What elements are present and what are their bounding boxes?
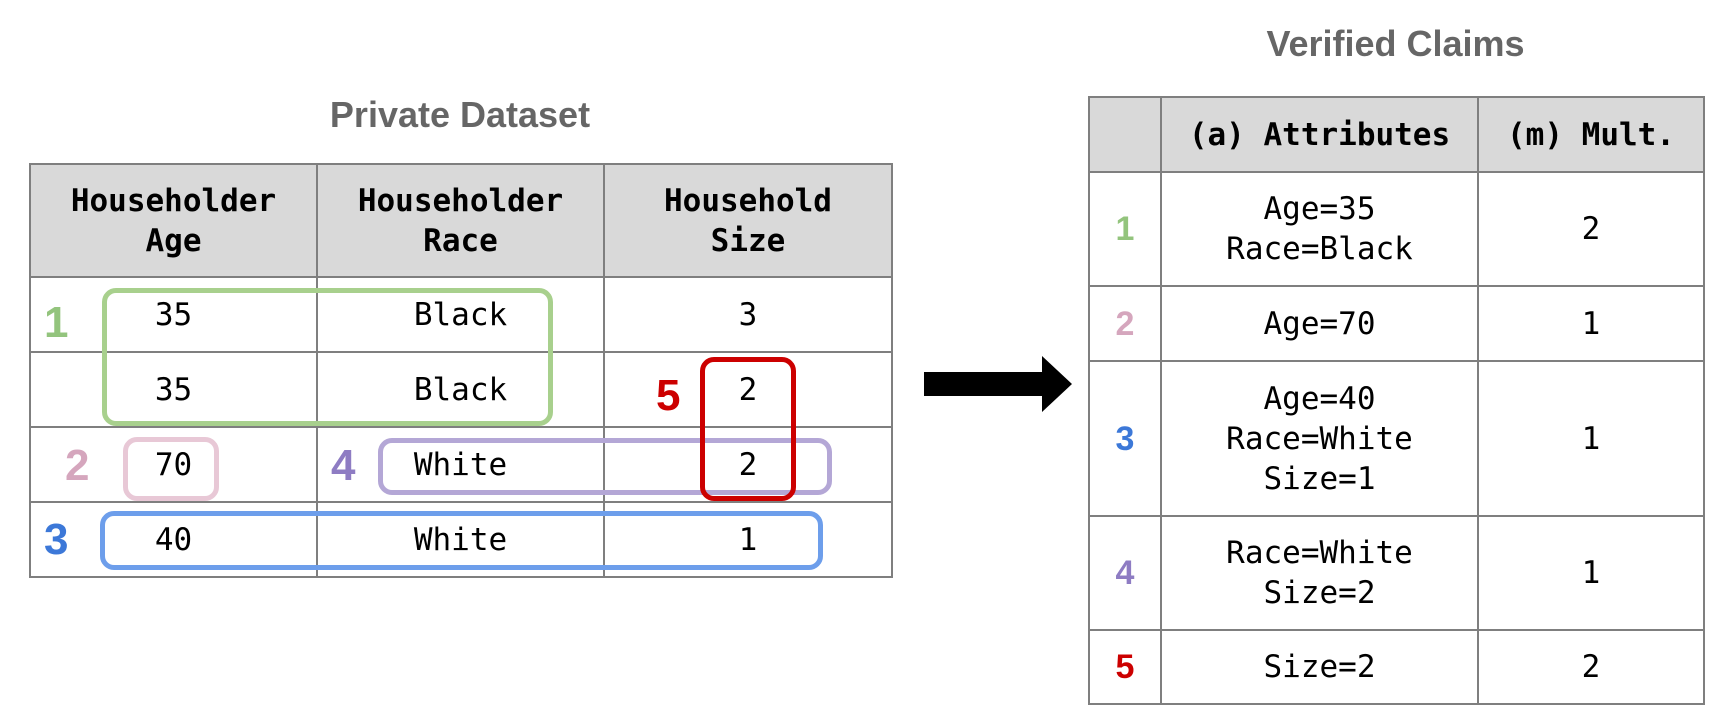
private-dataset-table: Householder Age Householder Race Househo… bbox=[29, 163, 893, 578]
claim-row: 2 Age=70 1 bbox=[1088, 285, 1705, 362]
claim-row: 1 Age=35 Race=Black 2 bbox=[1088, 171, 1705, 287]
group-label-4: 4 bbox=[331, 441, 356, 490]
cell-size: 3 bbox=[603, 276, 893, 353]
group-label-3: 3 bbox=[44, 515, 69, 564]
claim-id: 2 bbox=[1088, 285, 1162, 362]
claim-multiplicity: 2 bbox=[1477, 629, 1705, 705]
private-table-header-row: Householder Age Householder Race Househo… bbox=[29, 163, 893, 278]
claim-id: 3 bbox=[1088, 360, 1162, 517]
verified-claims-table: (a) Attributes (m) Mult. 1 Age=35 Race=B… bbox=[1088, 96, 1705, 705]
column-header-household-size: Household Size bbox=[603, 163, 893, 278]
cell-size: 2 bbox=[603, 351, 893, 428]
claim-attributes: Age=35 Race=Black bbox=[1160, 171, 1479, 287]
cell-age: 35 bbox=[29, 351, 318, 428]
claim-id: 1 bbox=[1088, 171, 1162, 287]
claim-row: 3 Age=40 Race=White Size=1 1 bbox=[1088, 360, 1705, 517]
private-dataset-title: Private Dataset bbox=[329, 94, 591, 135]
group-label-1: 1 bbox=[44, 298, 69, 347]
column-header-multiplicity: (m) Mult. bbox=[1477, 96, 1705, 173]
highlight-box-1 bbox=[102, 288, 553, 426]
verified-claims-title: Verified Claims bbox=[1266, 23, 1525, 64]
arrow-shape bbox=[924, 356, 1072, 412]
group-label-2: 2 bbox=[65, 441, 90, 490]
column-header-householder-race: Householder Race bbox=[316, 163, 605, 278]
group-label-5: 5 bbox=[656, 371, 681, 420]
claim-row: 4 Race=White Size=2 1 bbox=[1088, 515, 1705, 631]
claim-id: 4 bbox=[1088, 515, 1162, 631]
claim-multiplicity: 1 bbox=[1477, 515, 1705, 631]
table-row: 35 Black 2 bbox=[29, 351, 893, 428]
claim-attributes: Size=2 bbox=[1160, 629, 1479, 705]
highlight-box-5 bbox=[700, 357, 796, 501]
claim-row: 5 Size=2 2 bbox=[1088, 629, 1705, 705]
column-header-householder-age: Householder Age bbox=[29, 163, 318, 278]
claim-attributes: Age=40 Race=White Size=1 bbox=[1160, 360, 1479, 517]
claim-attributes: Age=70 bbox=[1160, 285, 1479, 362]
claim-attributes: Race=White Size=2 bbox=[1160, 515, 1479, 631]
highlight-box-4 bbox=[378, 438, 832, 495]
claim-multiplicity: 1 bbox=[1477, 360, 1705, 517]
column-header-attributes: (a) Attributes bbox=[1160, 96, 1479, 173]
column-header-id bbox=[1088, 96, 1162, 173]
cell-race: Black bbox=[316, 351, 605, 428]
highlight-box-3 bbox=[100, 511, 823, 570]
claims-header-row: (a) Attributes (m) Mult. bbox=[1088, 96, 1705, 173]
claim-multiplicity: 2 bbox=[1477, 171, 1705, 287]
table-row: 40 White 1 bbox=[29, 501, 893, 578]
claim-id: 5 bbox=[1088, 629, 1162, 705]
claim-multiplicity: 1 bbox=[1477, 285, 1705, 362]
highlight-box-2 bbox=[123, 437, 219, 501]
right-arrow-icon bbox=[924, 356, 1072, 412]
